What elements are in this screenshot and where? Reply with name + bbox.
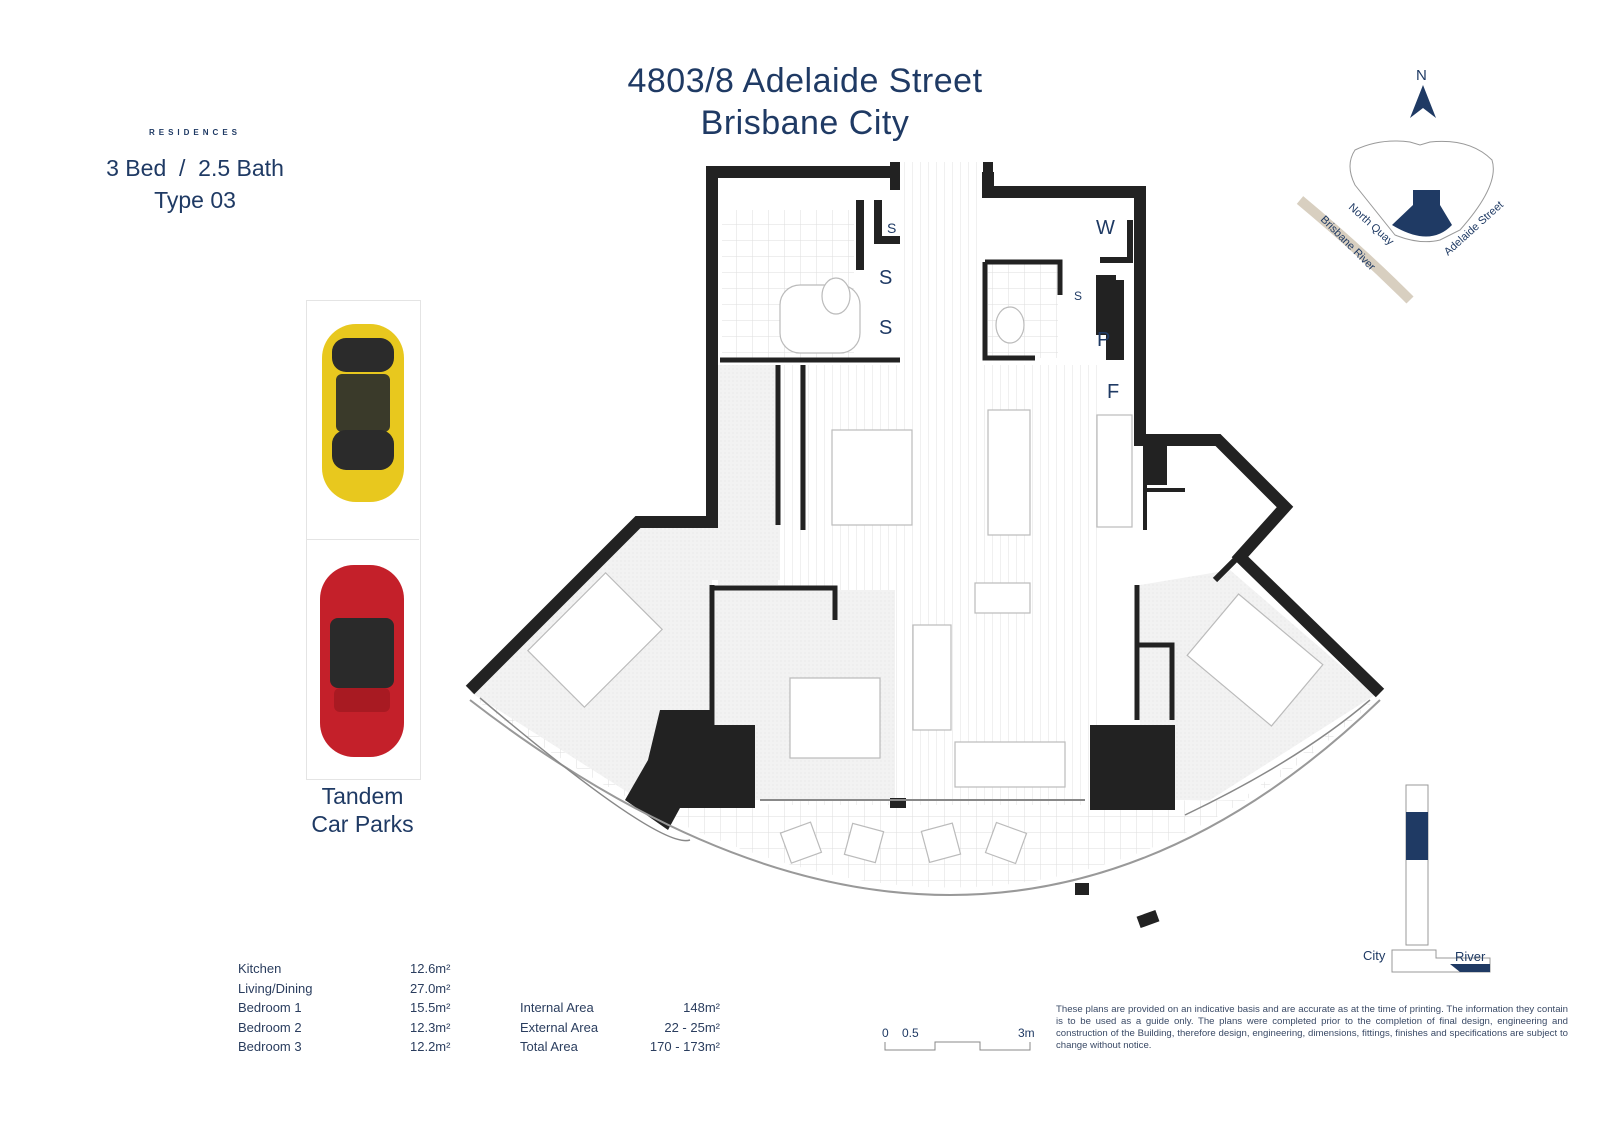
columns [625, 275, 1175, 929]
room-area: 12.3m² [410, 1020, 451, 1035]
walls [465, 162, 1385, 800]
storage-label: S [1074, 289, 1082, 303]
room-name: Living/Dining [238, 981, 313, 996]
room-name: Kitchen [238, 961, 282, 976]
total-value: 148m² [683, 1000, 720, 1015]
scale-end: 3m [1018, 1026, 1035, 1040]
total-label: External Area [520, 1020, 599, 1035]
brand-logo-text: RESIDENCES [148, 128, 241, 137]
corridor-floor [718, 365, 778, 585]
pantry-label: P [1097, 329, 1110, 351]
scale-zero: 0 [882, 1026, 889, 1040]
furniture [526, 277, 1324, 865]
storage-label: S [879, 267, 892, 289]
balcony-floor [470, 695, 1380, 888]
north-label: N [1416, 67, 1427, 84]
room-area: 27.0m² [410, 981, 451, 996]
storage-label: S [887, 220, 896, 236]
river-label: River [1455, 949, 1486, 964]
car-parks-panel [306, 300, 421, 780]
total-value: 22 - 25m² [664, 1020, 720, 1035]
window-line [1184, 699, 1371, 816]
car-parks-label-line2: Car Parks [311, 811, 414, 837]
room-area: 15.5m² [410, 1000, 451, 1015]
window-line [479, 697, 691, 842]
north-arrow-icon [1410, 85, 1436, 118]
city-label: City [1363, 948, 1386, 963]
balcony-balustrade [469, 699, 1381, 896]
storage-label: S [879, 317, 892, 339]
total-label: Internal Area [520, 1000, 594, 1015]
room-name: Bedroom 1 [238, 1000, 302, 1015]
apartment-type: Type 03 [154, 187, 236, 213]
elevation-diagram: City River [1363, 784, 1491, 973]
washer-label: W [1096, 217, 1115, 239]
car-parks-label-line1: Tandem [321, 783, 404, 809]
apartment-config: 3 Bed / 2.5 Bath Type 03 [80, 152, 310, 216]
title-suburb: Brisbane City [700, 104, 910, 142]
room-name: Bedroom 2 [238, 1020, 302, 1035]
car-parks-label: Tandem Car Parks [290, 782, 435, 838]
fridge-label: F [1107, 381, 1119, 403]
room-area: 12.2m² [410, 1039, 451, 1054]
river-icon [1296, 196, 1414, 304]
street-label: Adelaide Street [1442, 199, 1506, 258]
key-plan: N North Quay Adelaide Street Brisbane Ri… [1296, 67, 1506, 304]
beds-baths: 3 Bed / 2.5 Bath [106, 155, 284, 181]
page-title: 4803/8 Adelaide Street Brisbane City [560, 60, 1050, 144]
divider [306, 539, 419, 540]
total-value: 170 - 173m² [649, 1039, 720, 1054]
title-address: 4803/8 Adelaide Street [627, 62, 983, 100]
total-label: Total Area [520, 1039, 578, 1054]
room-area: 12.6m² [410, 961, 451, 976]
bathroom-floor [988, 262, 1058, 358]
scale-bar: 0 0.5 3m [882, 1026, 1035, 1051]
room-name: Bedroom 3 [238, 1039, 302, 1054]
apartment-location [1392, 190, 1452, 237]
apartment-level-marker [1406, 812, 1428, 860]
disclaimer: These plans are provided on an indicativ… [1056, 1004, 1568, 1051]
scale-half: 0.5 [902, 1026, 919, 1040]
